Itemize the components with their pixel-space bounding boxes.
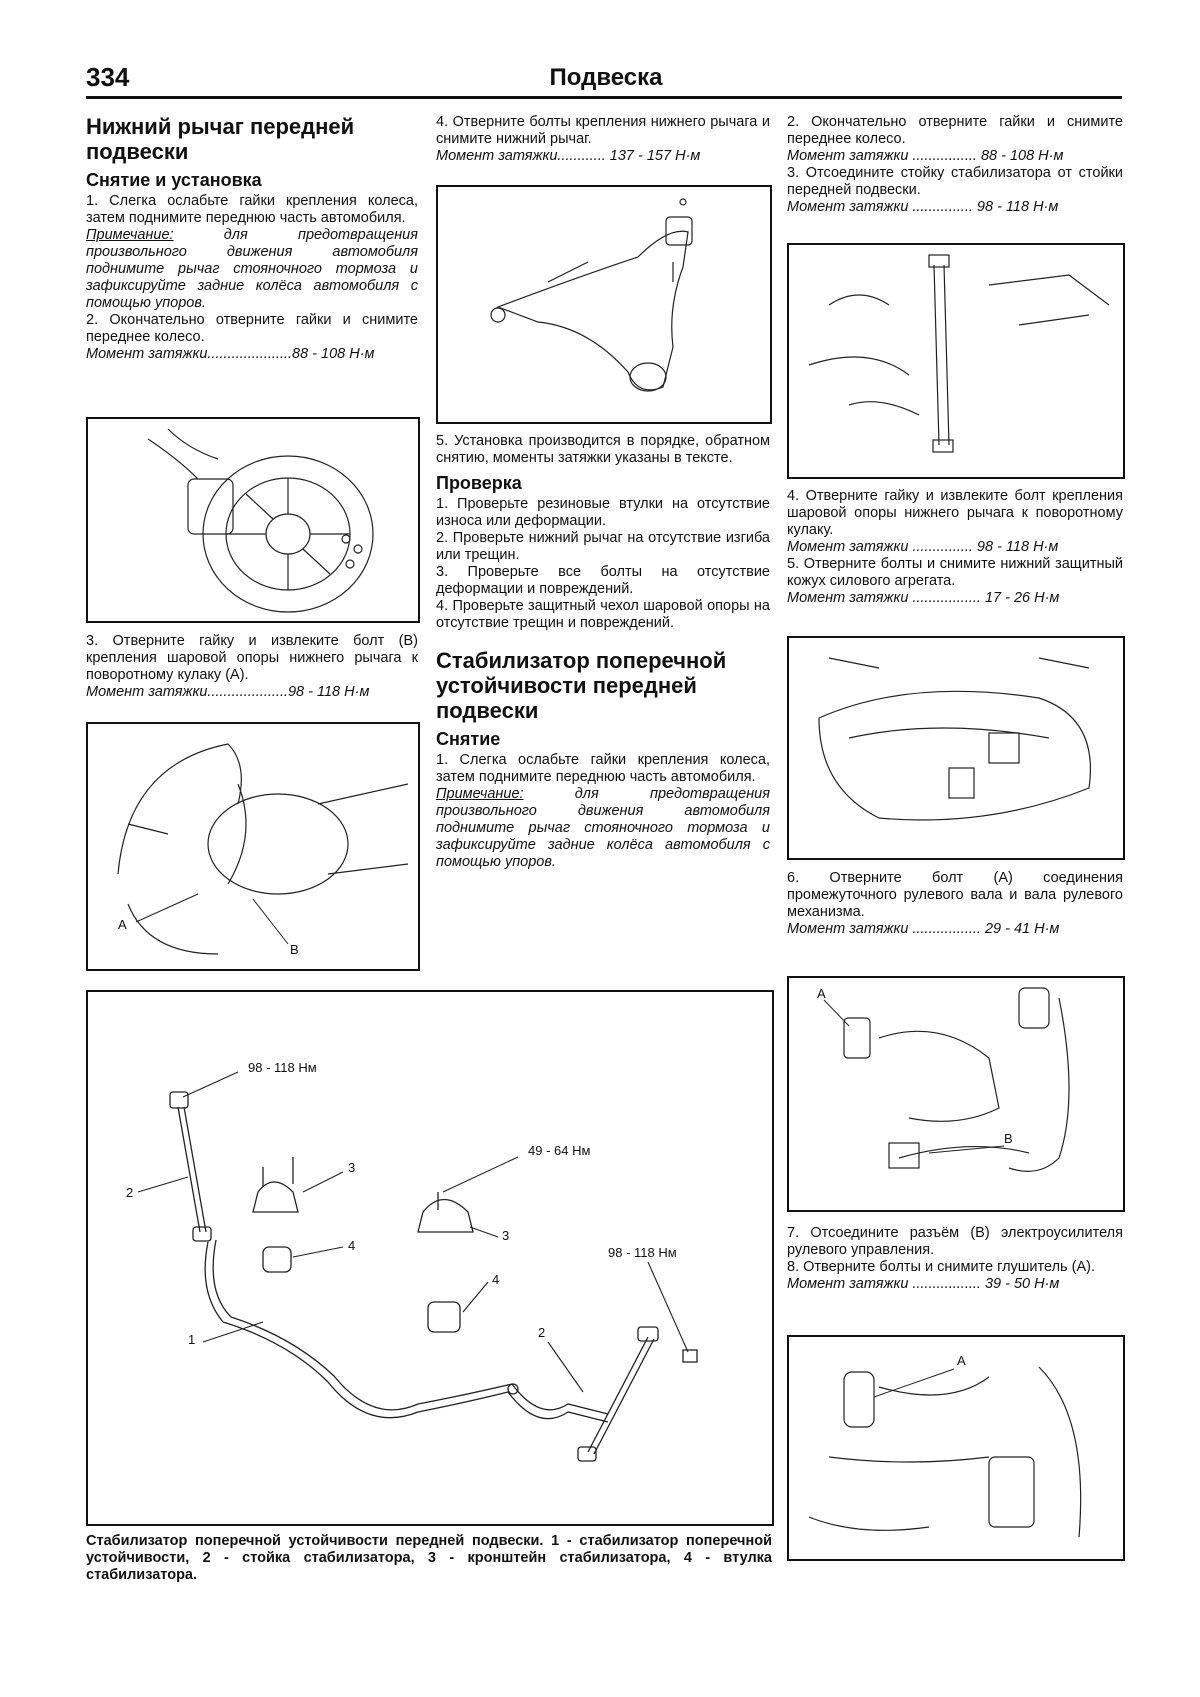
- steering-shaft-illustration: A B: [817, 986, 1070, 1172]
- subsection-check: Проверка: [436, 473, 522, 493]
- lower-arm-illustration: [490, 198, 693, 392]
- callout-4-right: 4: [492, 1272, 499, 1287]
- muffler-illustration: A: [808, 1353, 1082, 1538]
- subsection-removal: Снятие: [436, 729, 501, 749]
- col1-torque-2: Момент затяжки.....................88 - …: [86, 346, 375, 362]
- note-text: для предотвращения произвольного движени…: [86, 227, 418, 311]
- check-4: 4. Проверьте защитный чехол шаровой опор…: [436, 598, 770, 631]
- check-3: 3. Проверьте все болты на отсутствие деф…: [436, 564, 770, 597]
- torque-label-right: 98 - 118 Нм: [608, 1245, 677, 1260]
- col3-step-3: 3. Отсоедините стойку стабилизатора от с…: [787, 165, 1123, 198]
- callout-4-left: 4: [348, 1238, 355, 1253]
- note-label: Примечание:: [86, 227, 174, 243]
- note-text: для предотвращения произвольного движени…: [436, 786, 770, 870]
- col3-torque-4: Момент затяжки ............... 98 - 118 …: [787, 539, 1059, 555]
- section-title-stabilizer: Стабилизатор поперечной устойчивости пер…: [436, 648, 727, 723]
- figure-stabilizer-link: [787, 243, 1125, 479]
- col3-torque-8: Момент затяжки ................. 39 - 50…: [787, 1276, 1060, 1292]
- col2-step-4: 4. Отверните болты крепления нижнего рыч…: [436, 114, 770, 147]
- callout-3-right: 3: [502, 1228, 509, 1243]
- col1-step-2: 2. Окончательно отверните гайки и снимит…: [86, 312, 418, 345]
- figure-front-wheel: [86, 417, 420, 623]
- check-2: 2. Проверьте нижний рычаг на отсутствие …: [436, 530, 770, 563]
- col3-step-5: 5. Отверните болты и снимите нижний защи…: [787, 556, 1123, 589]
- knuckle-illustration: A B: [117, 743, 409, 957]
- col3-step-2: 2. Окончательно отверните гайки и снимит…: [787, 114, 1123, 147]
- subsection-removal-install: Снятие и установка: [86, 170, 262, 190]
- col3-torque-5: Момент затяжки ................. 17 - 26…: [787, 590, 1060, 606]
- label-a: A: [957, 1353, 966, 1368]
- torque-label-top: 98 - 118 Нм: [248, 1060, 317, 1075]
- col2-mid-text: 5. Установка производится в порядке, обр…: [436, 433, 770, 871]
- col1-top-text: Нижний рычаг передней подвески Снятие и …: [86, 114, 418, 363]
- header-rule: [86, 96, 1122, 99]
- col2-note: Примечание: для предотвращения произволь…: [436, 786, 770, 871]
- callout-2-left: 2: [126, 1185, 133, 1200]
- figure-ball-joint: A B: [86, 722, 420, 971]
- callout-3-left: 3: [348, 1160, 355, 1175]
- label-a: A: [817, 986, 826, 1001]
- col2-step-5: 5. Установка производится в порядке, обр…: [436, 433, 770, 466]
- page-number: 334: [86, 62, 130, 92]
- figure-muffler: A: [787, 1335, 1125, 1561]
- col3-torque-2: Момент затяжки ................ 88 - 108…: [787, 148, 1064, 164]
- col2-torque-4: Момент затяжки............ 137 - 157 Н·м: [436, 148, 701, 164]
- stabilizer-link-illustration: [808, 254, 1110, 453]
- col3-step-7: 7. Отсоедините разъём (B) электроусилите…: [787, 1225, 1123, 1258]
- callout-2-right: 2: [538, 1325, 545, 1340]
- col1-step-1: 1. Слегка ослабьте гайки крепления колес…: [86, 193, 418, 226]
- figure-lower-arm: [436, 185, 772, 424]
- col3-top-text: 2. Окончательно отверните гайки и снимит…: [787, 114, 1123, 216]
- figure-steering-shaft: A B: [787, 976, 1125, 1212]
- callout-1: 1: [188, 1332, 195, 1347]
- col2-removal-step-1: 1. Слегка ослабьте гайки крепления колес…: [436, 752, 770, 785]
- check-1: 1. Проверьте резиновые втулки на отсутст…: [436, 496, 770, 529]
- figure-undercover: [787, 636, 1125, 860]
- col3-mid-text: 4. Отверните гайку и извлеките болт креп…: [787, 488, 1123, 607]
- col3-bottom-text: 7. Отсоедините разъём (B) электроусилите…: [787, 1225, 1123, 1293]
- col1-step-3: 3. Отверните гайку и извлеките болт (B) …: [86, 633, 418, 683]
- label-b: B: [290, 942, 299, 957]
- col3-step-8: 8. Отверните болты и снимите глушитель (…: [787, 1259, 1095, 1275]
- col1-torque-3: Момент затяжки....................98 - 1…: [86, 684, 370, 700]
- col3-low-text: 6. Отверните болт (A) соединения промежу…: [787, 870, 1123, 938]
- col3-torque-3: Момент затяжки ............... 98 - 118 …: [787, 199, 1059, 215]
- running-title: Подвеска: [549, 64, 663, 91]
- col3-step-6: 6. Отверните болт (A) соединения промежу…: [787, 870, 1123, 920]
- torque-label-mid: 49 - 64 Нм: [528, 1143, 590, 1158]
- col1-note: Примечание: для предотвращения произволь…: [86, 227, 418, 312]
- stabilizer-figure-caption: Стабилизатор поперечной устойчивости пер…: [86, 1533, 772, 1583]
- figure-stabilizer-exploded: 98 - 118 Нм 49 - 64 Нм 98 - 118 Нм 1 2 2…: [86, 990, 774, 1526]
- col3-torque-6: Момент затяжки ................. 29 - 41…: [787, 921, 1060, 937]
- label-b: B: [1004, 1131, 1013, 1146]
- col1-mid-text: 3. Отверните гайку и извлеките болт (B) …: [86, 633, 418, 701]
- undercover-illustration: [818, 657, 1091, 821]
- section-title-lower-arm: Нижний рычаг передней подвески: [86, 114, 355, 164]
- col2-top-text: 4. Отверните болты крепления нижнего рыч…: [436, 114, 770, 165]
- col3-step-4: 4. Отверните гайку и извлеките болт креп…: [787, 488, 1123, 538]
- wheel-illustration: [147, 428, 374, 613]
- label-a: A: [118, 917, 127, 932]
- note-label: Примечание:: [436, 786, 524, 802]
- stabilizer-exploded-illustration: 98 - 118 Нм 49 - 64 Нм 98 - 118 Нм 1 2 2…: [126, 1060, 698, 1462]
